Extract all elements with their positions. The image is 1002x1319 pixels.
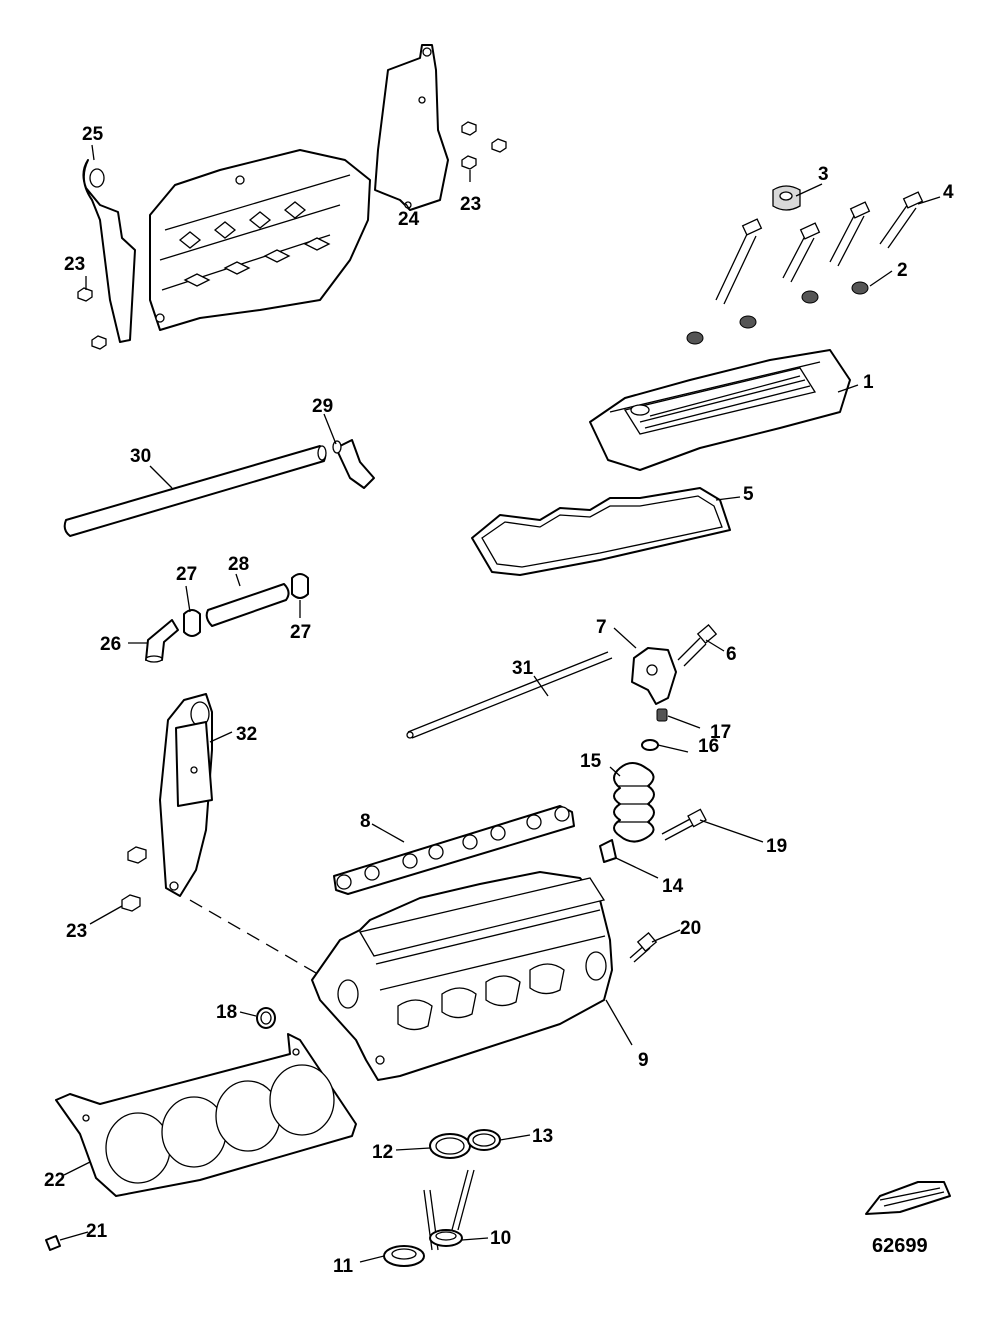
callout-20: 20 (680, 918, 701, 939)
callout-3: 3 (818, 164, 829, 185)
guide-17-illustration (656, 708, 668, 722)
callout-2: 2 (897, 260, 908, 281)
seal-12-illustration (429, 1133, 471, 1159)
callout-32: 32 (236, 724, 257, 745)
callout-23-left: 23 (64, 254, 85, 275)
callout-21: 21 (86, 1221, 108, 1242)
bolt-23-hardware-left (77, 287, 107, 350)
callout-14: 14 (662, 876, 684, 897)
callout-1: 1 (863, 372, 874, 393)
callout-4: 4 (943, 182, 954, 203)
seal-18-illustration (256, 1007, 276, 1029)
seal-13-illustration (467, 1129, 501, 1151)
bolt-23-hardware-top (461, 121, 507, 170)
grommet-2-illustration (686, 281, 869, 345)
callout-18: 18 (216, 1002, 237, 1023)
bolt-4-illustration (715, 191, 924, 305)
elbow-29-illustration (332, 439, 375, 489)
callout-22: 22 (44, 1170, 65, 1191)
valve-spring-15-illustration (613, 762, 655, 843)
callout-30: 30 (130, 446, 151, 467)
callout-29: 29 (312, 396, 333, 417)
gasket-5-illustration (471, 487, 731, 576)
heat-shield-24-illustration (374, 44, 449, 211)
callout-28: 28 (228, 554, 249, 575)
head-gasket-22-illustration (55, 1033, 357, 1197)
bracket-25-illustration (82, 159, 136, 343)
retainer-16-illustration (641, 739, 659, 751)
cylinder-head-9-illustration (311, 871, 613, 1081)
bolt-6-illustration (677, 623, 718, 667)
callout-5: 5 (743, 484, 754, 505)
valve-11-illustration (383, 1189, 439, 1267)
callout-26: 26 (100, 634, 121, 655)
callout-17: 17 (710, 722, 731, 743)
callout-27-right: 27 (290, 622, 311, 643)
callout-8: 8 (360, 811, 371, 832)
tube-30-illustration (63, 445, 327, 537)
bolt-20-illustration (629, 931, 658, 963)
figure-number: 62699 (872, 1235, 928, 1257)
callout-27-left: 27 (176, 564, 197, 585)
clamp-27-illustration (183, 573, 309, 637)
callout-6: 6 (726, 644, 737, 665)
lifter-14-illustration (599, 839, 617, 863)
rocker-arm-7-illustration (631, 647, 677, 705)
callout-31: 31 (512, 658, 534, 679)
callout-13: 13 (532, 1126, 553, 1147)
callout-23-lower: 23 (66, 921, 87, 942)
leader-lines (59, 144, 941, 1263)
dowel-21-illustration (45, 1235, 61, 1251)
valve-10-illustration (429, 1169, 475, 1247)
hose-28-illustration (205, 583, 290, 627)
callout-10: 10 (490, 1228, 511, 1249)
callout-25: 25 (82, 124, 104, 145)
exhaust-manifold-illustration (149, 149, 371, 331)
rocker-rail-8-illustration (333, 805, 575, 895)
callout-11: 11 (333, 1256, 354, 1277)
bolt-23-hardware-lower (121, 846, 147, 912)
callout-15: 15 (580, 751, 602, 772)
bracket-32-illustration (159, 693, 213, 897)
oil-fill-cap-3-illustration (772, 185, 801, 211)
boat-icon (865, 1181, 951, 1215)
callout-7: 7 (596, 617, 607, 638)
pushrod-31-illustration (406, 651, 613, 739)
rocker-cover-1-illustration (589, 349, 851, 471)
callout-12: 12 (372, 1142, 393, 1163)
callout-9: 9 (638, 1050, 649, 1071)
callout-16: 16 (698, 736, 719, 757)
callout-23-top: 23 (460, 194, 481, 215)
callout-24: 24 (398, 209, 420, 230)
callout-19: 19 (766, 836, 787, 857)
elbow-26-illustration (145, 619, 179, 663)
bolt-19-illustration (661, 808, 707, 841)
